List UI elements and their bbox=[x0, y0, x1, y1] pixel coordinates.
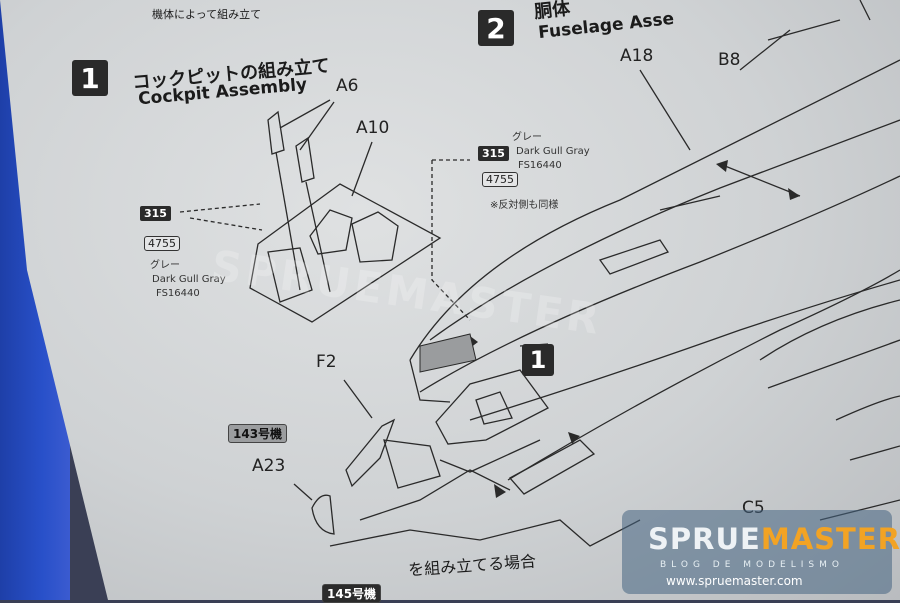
color-name-en: Dark Gull Gray bbox=[152, 274, 226, 285]
logo-tagline: BLOG DE MODELISMO bbox=[660, 560, 844, 570]
part-label-a18: A18 bbox=[620, 46, 654, 66]
step-1-reference-badge: 1 bbox=[522, 344, 554, 376]
step-2-color-name-en: Dark Gull Gray bbox=[516, 146, 590, 157]
logo-url: www.spruemaster.com bbox=[666, 574, 803, 588]
header-note: 機体によって組み立て bbox=[152, 8, 262, 21]
alt-paint-code-badge: 4755 bbox=[144, 236, 180, 251]
part-label-b8: B8 bbox=[718, 50, 741, 70]
step-2-alt-paint-code-badge: 4755 bbox=[482, 172, 518, 187]
logo-wordmark: SPRUEMASTER bbox=[648, 522, 900, 556]
logo-part-master: MASTER bbox=[760, 522, 900, 556]
step-2-note: ※反対側も同様 bbox=[490, 200, 559, 211]
logo-part-sprue: SPRUE bbox=[648, 522, 761, 556]
part-label-a23: A23 bbox=[252, 456, 286, 476]
step-2-badge: 2 bbox=[478, 10, 514, 46]
step-2-paint-code-badge: 315 bbox=[478, 146, 509, 161]
bottom-variant-tag: 145号機 bbox=[322, 584, 382, 603]
step-1-badge: 1 bbox=[72, 60, 108, 96]
part-label-f2: F2 bbox=[316, 352, 337, 372]
part-label-a10: A10 bbox=[356, 118, 390, 138]
step-2-color-name-jp: グレー bbox=[512, 132, 542, 143]
step-2-fs-code: FS16440 bbox=[518, 160, 562, 171]
part-label-a6: A6 bbox=[336, 76, 359, 96]
variant-tag: 143号機 bbox=[228, 424, 288, 443]
paint-code-badge: 315 bbox=[140, 206, 171, 221]
spruemaster-logo: SPRUEMASTER BLOG DE MODELISMO www.spruem… bbox=[622, 510, 900, 594]
fs-code: FS16440 bbox=[156, 288, 200, 299]
color-name-jp: グレー bbox=[150, 260, 180, 271]
